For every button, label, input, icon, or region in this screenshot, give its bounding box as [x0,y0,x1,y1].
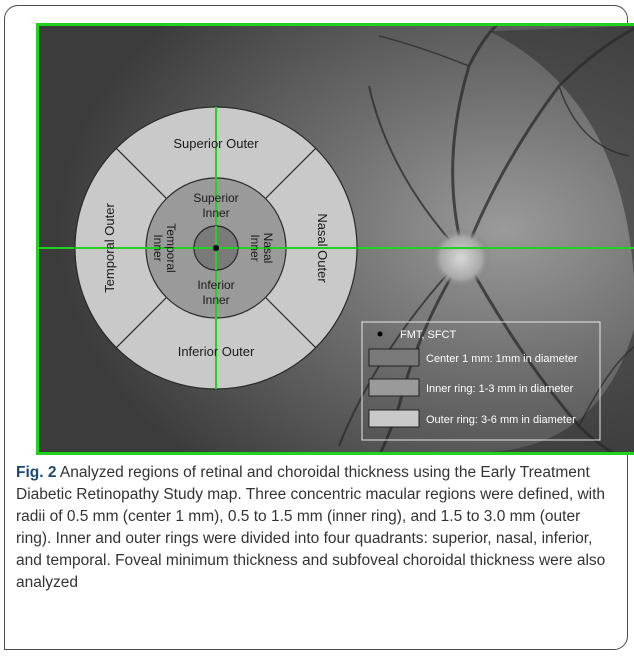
caption-figure-label: Fig. 2 [16,464,56,481]
legend-center-label: Center 1 mm: 1mm in diameter [426,353,578,365]
figure-caption: Fig. 2 Analyzed regions of retinal and c… [16,462,616,594]
legend-inner-label: Inner ring: 1-3 mm in diameter [426,383,574,395]
label-superior-inner-2: Inner [202,206,229,220]
legend-outer-label: Outer ring: 3-6 mm in diameter [426,414,576,426]
label-inferior-outer: Inferior Outer [178,344,255,359]
optic-disc [431,228,491,288]
label-superior-inner-1: Superior [193,191,238,205]
legend-outer-swatch [369,410,419,427]
etdrs-map-figure: Superior Outer Inferior Outer Temporal O… [39,26,634,452]
legend-dot-marker [378,332,383,337]
caption-text: Analyzed regions of retinal and choroida… [16,464,605,591]
label-nasal-inner-2: Inner [248,234,262,261]
legend-inner-swatch [369,379,419,396]
label-nasal-inner-1: Nasal [261,233,275,264]
label-inferior-inner-2: Inner [202,293,229,307]
label-temporal-inner-1: Temporal [164,223,178,272]
label-nasal-outer: Nasal Outer [315,213,330,283]
legend-center-swatch [369,349,419,366]
label-superior-outer: Superior Outer [173,136,259,151]
fovea-dot [213,245,219,251]
fundus-image: Superior Outer Inferior Outer Temporal O… [36,23,634,455]
label-temporal-outer: Temporal Outer [102,203,117,293]
legend-dot-label: FMT, SFCT [400,329,456,341]
label-inferior-inner-1: Inferior [197,278,234,292]
label-temporal-inner-2: Inner [151,234,165,261]
